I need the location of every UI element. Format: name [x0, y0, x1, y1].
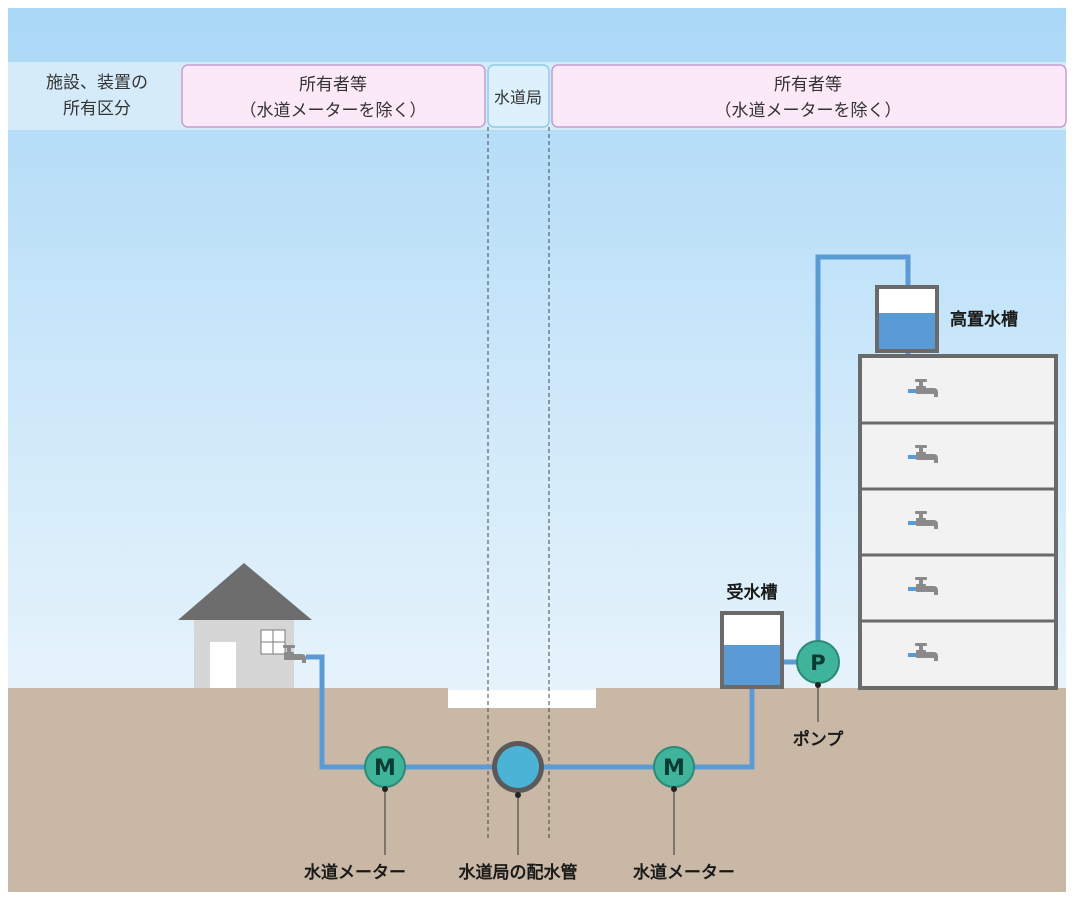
- right-owner-band: [551, 64, 1067, 128]
- left-meter-symbol: M: [374, 756, 396, 781]
- right-meter-label: 水道メーター: [633, 862, 735, 883]
- left-owner-line1: 所有者等: [299, 75, 367, 95]
- right-owner-line1: 所有者等: [774, 75, 842, 95]
- pump-label: ポンプ: [793, 729, 844, 750]
- left-owner-line2: （水道メーターを除く）: [240, 101, 427, 121]
- main-pipe-icon: [492, 741, 544, 793]
- ground: [8, 688, 1066, 892]
- left-owner-band: [181, 64, 486, 128]
- house-faucet-icon: [283, 645, 306, 663]
- left-meter-icon: M: [364, 746, 406, 788]
- bureau-label: 水道局: [494, 88, 542, 107]
- elevated-tank-label: 高置水槽: [950, 309, 1018, 330]
- pump-symbol: P: [810, 651, 825, 675]
- left-meter-label: 水道メーター: [304, 862, 406, 883]
- receiving-tank-label: 受水槽: [727, 582, 778, 603]
- right-owner-line2: （水道メーターを除く）: [715, 101, 902, 121]
- elevated-tank-icon: [875, 285, 939, 353]
- apartment-building-icon: [858, 354, 1058, 690]
- right-meter-icon: M: [653, 746, 695, 788]
- main-pipe-label: 水道局の配水管: [459, 862, 578, 883]
- receiving-tank-icon: [720, 611, 784, 689]
- leader-lines: [384, 683, 819, 855]
- bureau-band: [487, 64, 550, 128]
- row-label-line2: 所有区分: [63, 99, 131, 119]
- pump-icon: P: [796, 640, 840, 684]
- right-meter-symbol: M: [663, 756, 685, 781]
- house-icon: [178, 563, 312, 688]
- leader-dots: [382, 682, 821, 798]
- row-label-line1: 施設、装置の: [46, 73, 148, 93]
